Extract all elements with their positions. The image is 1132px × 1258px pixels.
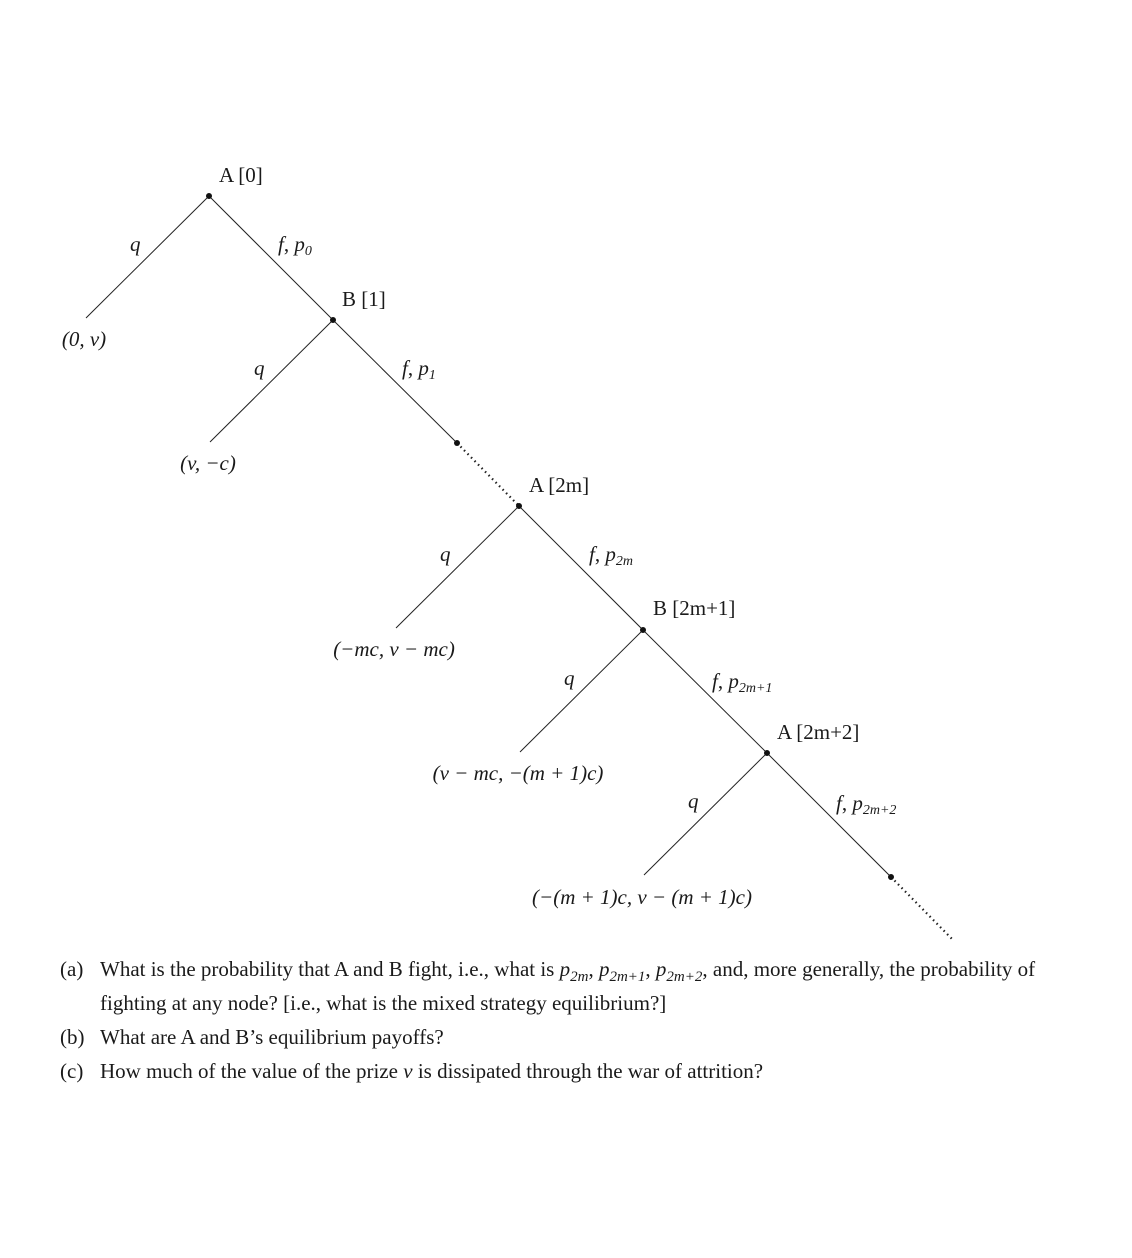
fight-branch-B1 bbox=[332, 319, 458, 444]
node-dot-B2m1 bbox=[640, 627, 646, 633]
node-label-A2m: A [2m] bbox=[529, 473, 589, 497]
node-dot-A2m bbox=[516, 503, 522, 509]
fight-branch-B2m1 bbox=[642, 629, 768, 754]
quit-label-A0: q bbox=[130, 232, 141, 256]
fight-branch-A2m2 bbox=[766, 752, 892, 878]
quit-label-B2m1: q bbox=[564, 666, 575, 690]
quit-label-A2m: q bbox=[440, 542, 451, 566]
payoff-B2m1-quit: (v − mc, −(m + 1)c) bbox=[433, 761, 604, 785]
payoff-A2m2-quit: (−(m + 1)c, v − (m + 1)c) bbox=[532, 885, 752, 909]
fight-label-B1: f, p1 bbox=[402, 356, 436, 383]
quit-branch-A2m2 bbox=[643, 752, 768, 876]
quit-branch-B1 bbox=[209, 319, 334, 443]
question-marker: (a) bbox=[60, 957, 84, 981]
node-dot-A0 bbox=[206, 193, 212, 199]
question-c: (c) How much of the value of the prize v… bbox=[60, 1059, 764, 1084]
question-marker: (c) bbox=[60, 1059, 84, 1084]
fight-label-A2m2: f, p2m+2 bbox=[836, 791, 896, 818]
fight-branch-A0 bbox=[208, 195, 334, 321]
question-b: (b) What are A and B’s equilibrium payof… bbox=[60, 1025, 444, 1050]
quit-branch-A0 bbox=[85, 195, 210, 319]
question-a: (a) What is the probability that A and B… bbox=[60, 957, 1036, 1016]
payoff-B1-quit: (v, −c) bbox=[180, 451, 236, 475]
node-dot-continuation bbox=[888, 874, 894, 880]
node-label-A2m2: A [2m+2] bbox=[777, 720, 859, 744]
fight-label-B2m1: f, p2m+1 bbox=[712, 669, 772, 696]
node-label-B2m1: B [2m+1] bbox=[653, 596, 735, 620]
game-tree: A [0] B [1] A [2m] B [2m+1] A [2m+2] q q… bbox=[62, 163, 954, 941]
node-dot-B1 bbox=[330, 317, 336, 323]
payoff-A2m-quit: (−mc, v − mc) bbox=[333, 637, 455, 661]
quit-label-A2m2: q bbox=[688, 789, 699, 813]
node-dot-ellipsis bbox=[454, 440, 460, 446]
fight-label-A2m: f, p2m bbox=[589, 542, 633, 569]
quit-branch-B2m1 bbox=[519, 629, 644, 753]
question-list: (a) What is the probability that A and B… bbox=[60, 956, 1060, 1092]
fight-branch-A2m bbox=[518, 505, 644, 631]
payoff-A0-quit: (0, v) bbox=[62, 327, 106, 351]
quit-label-B1: q bbox=[254, 356, 265, 380]
quit-branch-A2m bbox=[395, 505, 520, 629]
fight-label-A0: f, p0 bbox=[278, 232, 312, 259]
continuation-dotted-line bbox=[890, 876, 954, 941]
node-label-B1: B [1] bbox=[342, 287, 386, 311]
node-label-A0: A [0] bbox=[219, 163, 263, 187]
node-dot-A2m2 bbox=[764, 750, 770, 756]
ellipsis-dotted-line bbox=[456, 442, 520, 507]
question-marker: (b) bbox=[60, 1025, 85, 1050]
